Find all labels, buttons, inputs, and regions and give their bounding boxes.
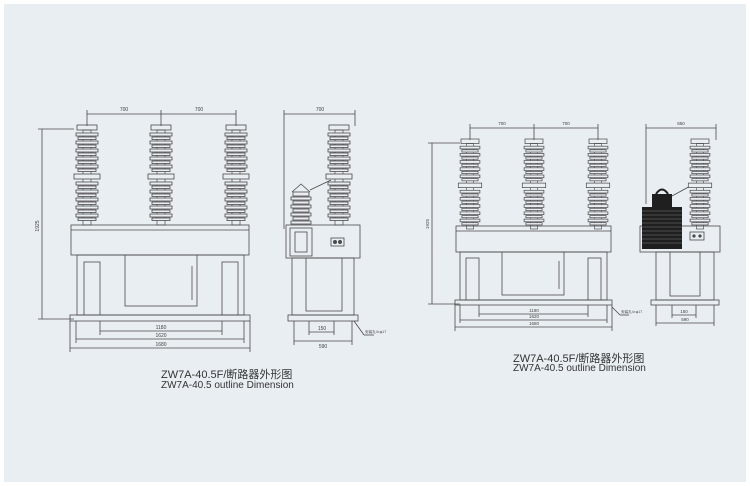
dim-base-outer: 1680 bbox=[529, 321, 540, 326]
left-front-view bbox=[38, 110, 251, 352]
dim-phase-spacing-2: 700 bbox=[195, 107, 204, 113]
current-transformer bbox=[642, 183, 695, 249]
mount-hole-note: 安装孔4×φ17 bbox=[365, 329, 386, 334]
dim-base-inner: 1180 bbox=[529, 308, 539, 313]
dim-phase-spacing-1: 700 bbox=[120, 107, 129, 113]
right-front-view bbox=[428, 124, 629, 331]
dim-base-outer: 1680 bbox=[155, 342, 166, 348]
mount-hole-note: 安装孔4×φ17 bbox=[621, 309, 642, 314]
side-width-top: 700 bbox=[316, 107, 325, 113]
dim-phase-spacing-1: 700 bbox=[498, 121, 506, 126]
side-width-top: 850 bbox=[677, 121, 685, 126]
right-caption-en: ZW7A-40.5 outline Dimension bbox=[513, 363, 646, 374]
left-caption-en: ZW7A-40.5 outline Dimension bbox=[161, 380, 294, 391]
diagram-panel: 700 700 1925 1180 1620 1680 bbox=[4, 4, 746, 482]
insulator-icon bbox=[222, 124, 250, 226]
insulator-icon bbox=[585, 138, 611, 230]
outline-drawing: 700 700 1925 1180 1620 1680 bbox=[35, 107, 721, 352]
side-base: 590 bbox=[681, 317, 689, 322]
left-caption-cn: ZW7A-40.5F/断路器外形图 bbox=[161, 369, 293, 381]
side-base: 590 bbox=[319, 344, 328, 350]
dim-base-mid: 1620 bbox=[529, 314, 540, 319]
side-base-small: 150 bbox=[318, 326, 327, 332]
right-side-view bbox=[639, 124, 721, 326]
dim-base-inner: 1180 bbox=[156, 325, 167, 331]
dim-height-total: 1925 bbox=[35, 220, 41, 231]
dim-phase-spacing-2: 700 bbox=[562, 121, 570, 126]
insulator-icon bbox=[457, 138, 483, 230]
right-caption-cn: ZW7A-40.5F/断路器外形图 bbox=[513, 353, 645, 365]
insulator-icon bbox=[325, 124, 353, 226]
control-panel bbox=[692, 234, 702, 238]
insulator-icon bbox=[73, 124, 101, 226]
dim-base-mid: 1620 bbox=[155, 333, 166, 339]
insulator-icon bbox=[147, 124, 175, 226]
side-base-small: 150 bbox=[680, 309, 688, 314]
left-side-view bbox=[283, 110, 374, 345]
insulator-icon bbox=[521, 138, 547, 230]
insulator-icon bbox=[687, 138, 713, 230]
dim-height-total: 1925 bbox=[425, 218, 430, 229]
